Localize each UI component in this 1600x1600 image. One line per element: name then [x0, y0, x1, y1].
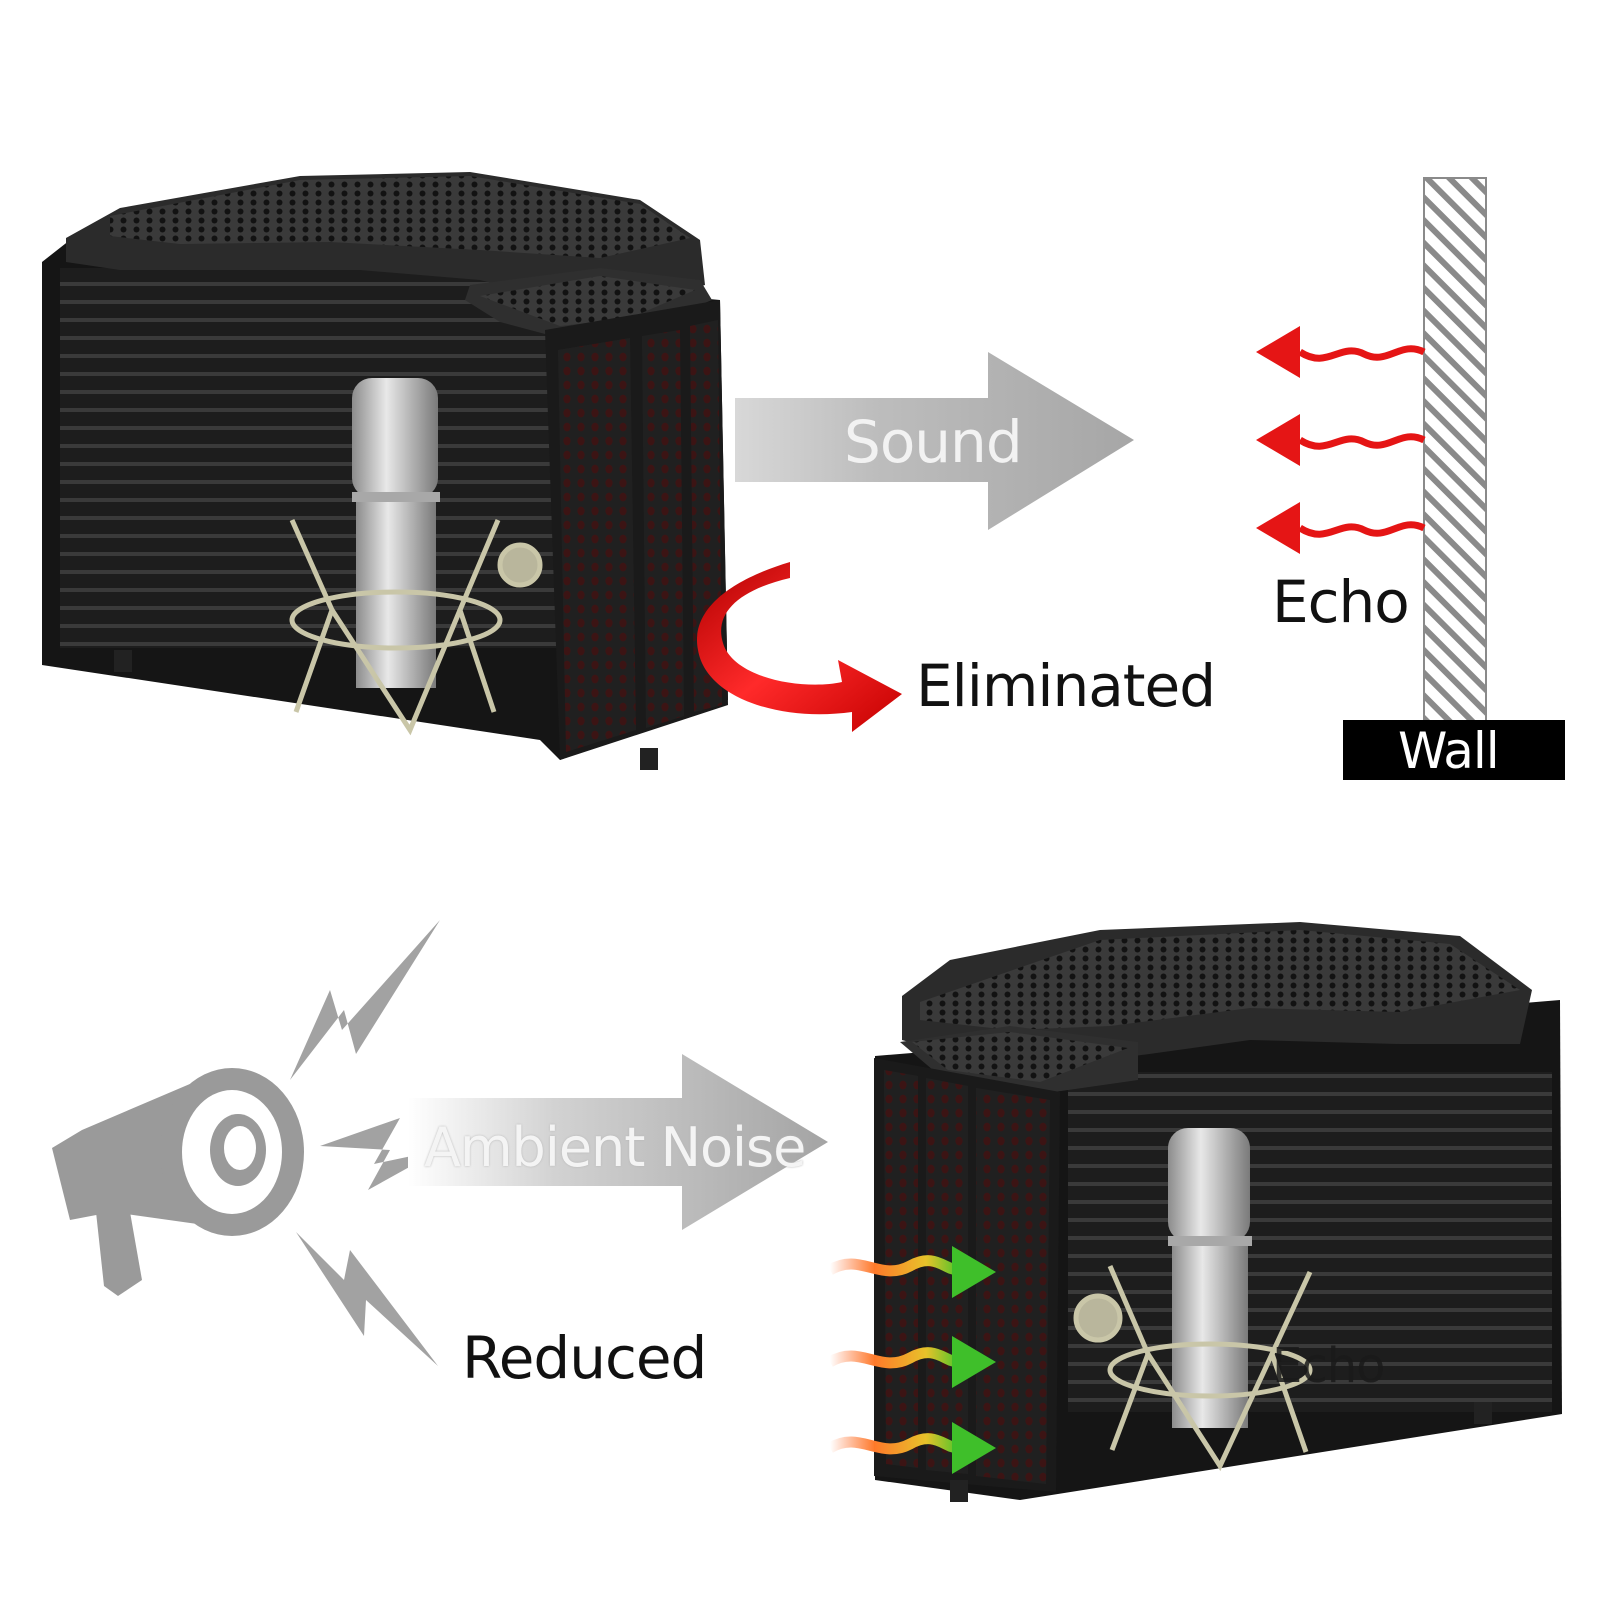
wall-label-box — [1343, 720, 1565, 780]
wave-arrow-icon — [827, 1433, 959, 1455]
reduced-label: Reduced — [462, 1324, 707, 1392]
sound-arrow-icon — [735, 352, 1134, 530]
ambient-noise-arrow-icon — [408, 1054, 828, 1230]
wave-arrow-icon — [1298, 521, 1426, 538]
echo-inside-label: Echo — [1272, 1338, 1386, 1394]
wave-arrow-icon — [1298, 433, 1426, 450]
sound-label: Sound — [844, 408, 1023, 476]
echo-arrowheads — [1256, 326, 1300, 554]
echo-label: Echo — [1272, 568, 1410, 636]
shock-mount-icon — [289, 518, 543, 736]
reflection-shield-bottom — [874, 922, 1562, 1502]
reflection-shield-top — [42, 172, 728, 770]
wave-arrow-icon — [827, 1347, 959, 1369]
microphone-icon — [1073, 1128, 1313, 1472]
eliminated-label: Eliminated — [916, 652, 1216, 720]
microphone-icon — [289, 378, 543, 736]
lightning-icon — [290, 920, 440, 1366]
echo-wave-arrows — [1298, 345, 1426, 538]
shock-mount-icon — [1073, 1265, 1313, 1472]
curved-arrow-icon — [696, 562, 902, 732]
pass-through-waves — [827, 1246, 996, 1474]
wave-arrow-icon — [827, 1255, 959, 1277]
wall-label: Wall — [1398, 722, 1500, 780]
ambient-noise-label: Ambient Noise — [424, 1116, 806, 1179]
wall-icon — [1423, 177, 1487, 724]
megaphone-icon — [52, 1068, 304, 1296]
wave-arrow-icon — [1298, 345, 1426, 362]
